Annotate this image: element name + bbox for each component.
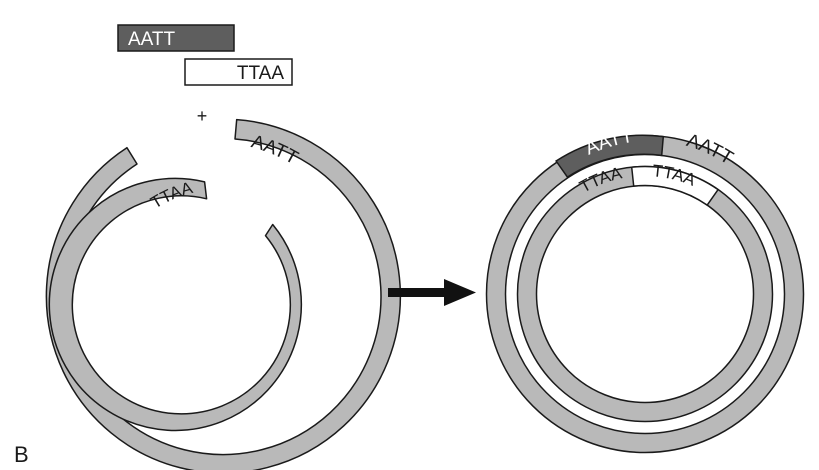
closed-inner-insert-segment (630, 165, 720, 207)
plus-sign: + (197, 106, 208, 126)
arrow-head (444, 279, 476, 306)
insert-fragment: AATT TTAA + (117, 24, 293, 126)
arrow-shaft (388, 288, 446, 297)
fragment-bottom-strand-label: TTAA (237, 63, 284, 84)
closed-plasmid-inner-strand (517, 166, 773, 422)
open-plasmid-inner-strand (48, 177, 303, 432)
fragment-top-strand-label: AATT (128, 29, 176, 50)
fragment-top-strand (117, 24, 235, 52)
fragment-bottom-strand (184, 58, 293, 86)
closed-plasmid-outer-strand (486, 135, 804, 453)
closed-plasmid: AATT AATT TTAA TTAA (485, 126, 805, 454)
open-plasmid: TTAA AATT (45, 118, 402, 470)
closed-outer-insert-segment (555, 134, 665, 179)
panel-label: B (14, 442, 29, 467)
open-plasmid-outer-strand (45, 118, 402, 470)
reaction-arrow (388, 279, 476, 306)
